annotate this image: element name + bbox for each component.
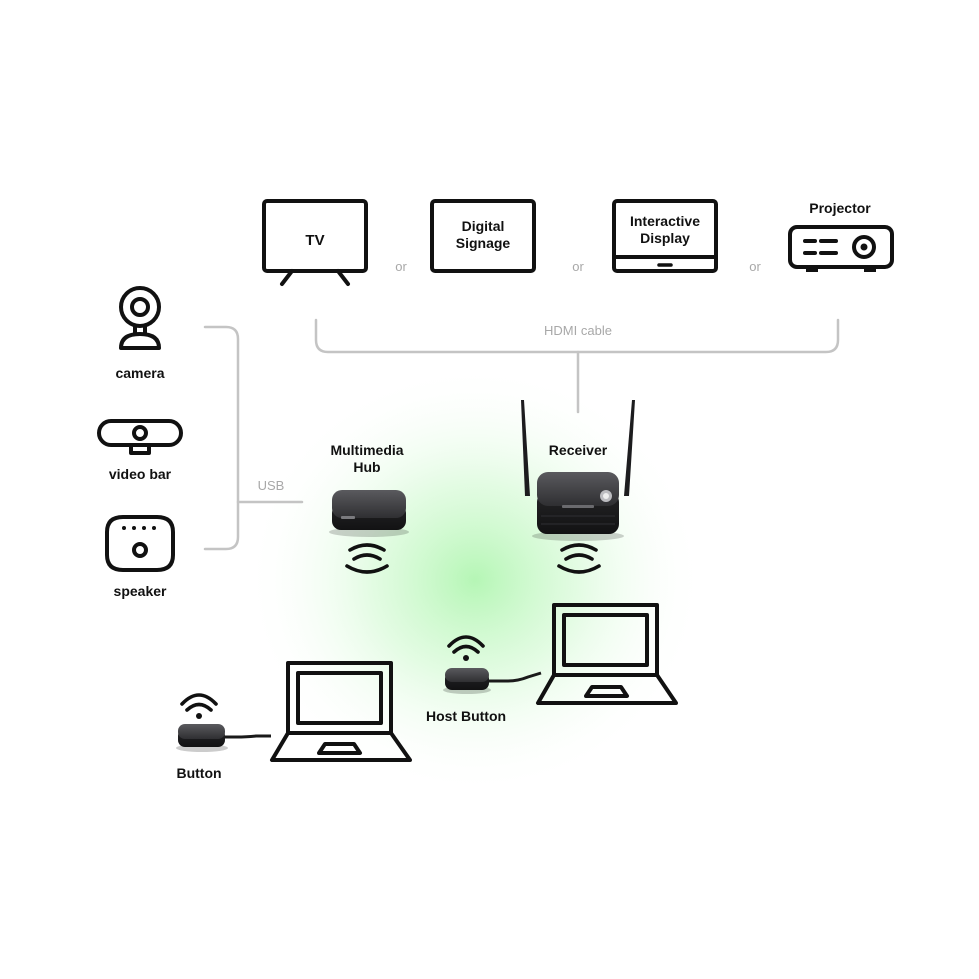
usb-bracket-line	[203, 325, 240, 551]
laptop-icon	[270, 661, 412, 762]
wireless-icon	[345, 543, 389, 574]
projector-icon	[788, 225, 894, 272]
receiver	[521, 400, 635, 541]
host-button	[443, 668, 542, 694]
button	[176, 724, 271, 752]
laptop-icon	[536, 603, 678, 705]
usb-label: USB	[258, 478, 285, 493]
wireless-icon	[447, 635, 485, 661]
multimedia-hub	[329, 490, 409, 537]
digital-signage-label-line2: Signage	[456, 235, 511, 251]
camera-icon	[119, 286, 161, 350]
digital-signage-label-line1: Digital	[462, 218, 505, 234]
tv-label: TV	[305, 232, 324, 249]
tv-icon	[262, 199, 368, 286]
video-bar-label: video bar	[109, 466, 172, 482]
digital-signage-icon	[430, 199, 536, 273]
receiver-label: Receiver	[549, 442, 608, 458]
interactive-display-icon	[612, 199, 718, 273]
video-bar-icon	[97, 419, 183, 455]
hdmi-cable-label: HDMI cable	[544, 323, 612, 338]
speaker-icon	[105, 515, 175, 572]
camera-label: camera	[115, 365, 164, 381]
wireless-icon	[180, 693, 218, 719]
speaker-label: speaker	[114, 583, 167, 599]
interactive-display-label-line1: Interactive	[630, 213, 700, 229]
interactive-display-label-line2: Display	[640, 230, 690, 246]
button-label: Button	[176, 765, 221, 781]
or-separator: or	[749, 259, 761, 274]
projector-label: Projector	[809, 200, 871, 216]
host-button-label: Host Button	[426, 708, 506, 724]
or-separator: or	[395, 259, 407, 274]
or-separator: or	[572, 259, 584, 274]
wireless-icon	[557, 543, 601, 574]
multimedia-hub-label-line2: Hub	[353, 459, 380, 475]
multimedia-hub-label-line1: Multimedia	[330, 442, 403, 458]
signal-glow	[245, 365, 705, 795]
